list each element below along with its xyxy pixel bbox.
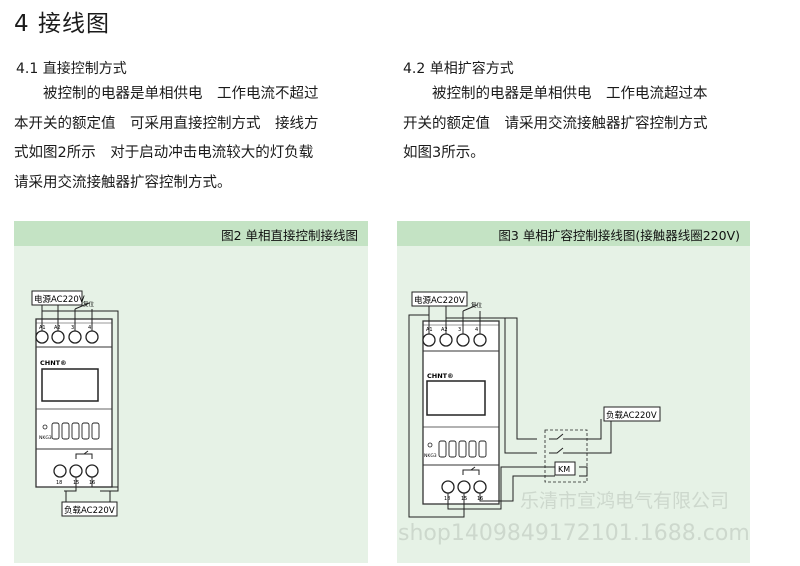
- figure-2-caption: 图2 单相直接控制接线图: [221, 228, 358, 243]
- paragraph-line: 被控制的电器是单相供电 工作电流不超过: [14, 86, 319, 102]
- wiring: [41, 302, 119, 503]
- terminal-label: 3: [71, 325, 74, 331]
- paragraph-line: 式如图2所示 对于启动冲击电流较大的灯负载: [14, 145, 314, 161]
- terminal-label: A2: [441, 327, 448, 333]
- watermark-shop-url: shop1409849172101.1688.com: [398, 521, 750, 546]
- subtitle-direct-control: 4.1 直接控制方式: [16, 61, 127, 77]
- load-label: 负载AC220V: [64, 505, 115, 516]
- model-label: NKG3: [424, 453, 437, 459]
- wiring: [408, 304, 612, 518]
- figure-2-panel: 图2 单相直接控制接线图 电源AC220V 复位 A1 A2 3 4 CHNT®…: [14, 221, 368, 563]
- lcd-display: [41, 368, 99, 402]
- paragraph-direct-control: 被控制的电器是单相供电 工作电流不超过 本开关的额定值 可采用直接控制方式 接线…: [14, 80, 319, 198]
- terminal-3: [456, 333, 470, 347]
- figure-2-header: 图2 单相直接控制接线图: [14, 221, 368, 246]
- control-button: [81, 422, 90, 440]
- terminal-a2: [439, 333, 453, 347]
- terminal-label: 18: [56, 480, 62, 486]
- terminal-label: 3: [458, 327, 461, 333]
- relay-contact-symbol: [462, 466, 480, 475]
- terminal-a2: [51, 330, 65, 344]
- control-button: [51, 422, 60, 440]
- paragraph-line: 请采用交流接触器扩容控制方式。: [14, 174, 232, 191]
- control-button: [91, 422, 100, 440]
- section-title: 4 接线图: [14, 11, 110, 37]
- lcd-display: [426, 380, 486, 416]
- figure-3-panel: 图3 单相扩容控制接线图(接触器线圈220V) 电源AC220V 复位 A1 A…: [397, 221, 750, 563]
- brand-logo: CHNT®: [427, 372, 454, 380]
- control-button: [468, 440, 477, 458]
- contactor-enclosure: [544, 429, 588, 483]
- control-button: [438, 440, 447, 458]
- timer-device-body: [35, 318, 113, 488]
- terminal-label: 4: [88, 325, 91, 331]
- paragraph-line: 被控制的电器是单相供电 工作电流超过本: [403, 86, 708, 102]
- terminal-15: [457, 480, 471, 494]
- terminal-label: A2: [54, 325, 61, 331]
- terminal-a1: [35, 330, 49, 344]
- contactor-coil: [554, 461, 576, 476]
- load-label-box: [603, 406, 661, 422]
- subtitle-expansion-control: 4.2 单相扩容方式: [403, 61, 514, 77]
- control-button: [71, 422, 80, 440]
- brand-logo: CHNT®: [40, 359, 67, 367]
- power-label: 电源AC220V: [34, 294, 85, 305]
- control-button: [478, 440, 487, 458]
- terminal-a1: [422, 333, 436, 347]
- terminal-label: 4: [475, 327, 478, 333]
- power-label: 电源AC220V: [414, 295, 465, 306]
- paragraph-line: 如图3所示。: [403, 145, 485, 161]
- terminal-16: [473, 480, 487, 494]
- terminal-16: [85, 464, 99, 478]
- power-label-box: [31, 290, 83, 306]
- terminal-18: [441, 480, 455, 494]
- wiring-diagram-direct: 电源AC220V 复位 A1 A2 3 4 CHNT® NKG3 18 15 1…: [31, 290, 119, 517]
- terminal-4: [85, 330, 99, 344]
- terminal-label: 18: [444, 496, 450, 502]
- figure-3-header: 图3 单相扩容控制接线图(接触器线圈220V): [397, 221, 750, 246]
- load-label-box: [61, 501, 118, 517]
- wiring-diagram-expansion: 电源AC220V 复位 A1 A2 3 4 CHNT® NKG3 18 15 1…: [408, 291, 661, 518]
- control-button: [61, 422, 70, 440]
- indicator-icon: [427, 442, 433, 448]
- indicator-icon: [42, 424, 48, 430]
- control-button: [458, 440, 467, 458]
- contactor-label: KM: [558, 465, 570, 474]
- model-label: NKG3: [39, 435, 52, 441]
- load-label: 负载AC220V: [606, 410, 657, 421]
- paragraph-line: 开关的额定值 请采用交流接触器扩容控制方式: [403, 115, 708, 132]
- terminal-3: [68, 330, 82, 344]
- reset-label: 复位: [83, 300, 95, 308]
- watermark-company: 乐清市宣鸿电气有限公司: [520, 490, 730, 512]
- paragraph-expansion-control: 被控制的电器是单相供电 工作电流超过本 开关的额定值 请采用交流接触器扩容控制方…: [403, 80, 708, 169]
- contactor-switch-symbol: [549, 433, 572, 454]
- paragraph-line: 本开关的额定值 可采用直接控制方式 接线方: [14, 115, 319, 132]
- power-label-box: [411, 291, 468, 307]
- control-button: [448, 440, 457, 458]
- relay-contact-symbol: [75, 450, 93, 459]
- figure-3-caption: 图3 单相扩容控制接线图(接触器线圈220V): [498, 228, 740, 243]
- terminal-4: [473, 333, 487, 347]
- terminal-15: [69, 464, 83, 478]
- terminal-18: [53, 464, 67, 478]
